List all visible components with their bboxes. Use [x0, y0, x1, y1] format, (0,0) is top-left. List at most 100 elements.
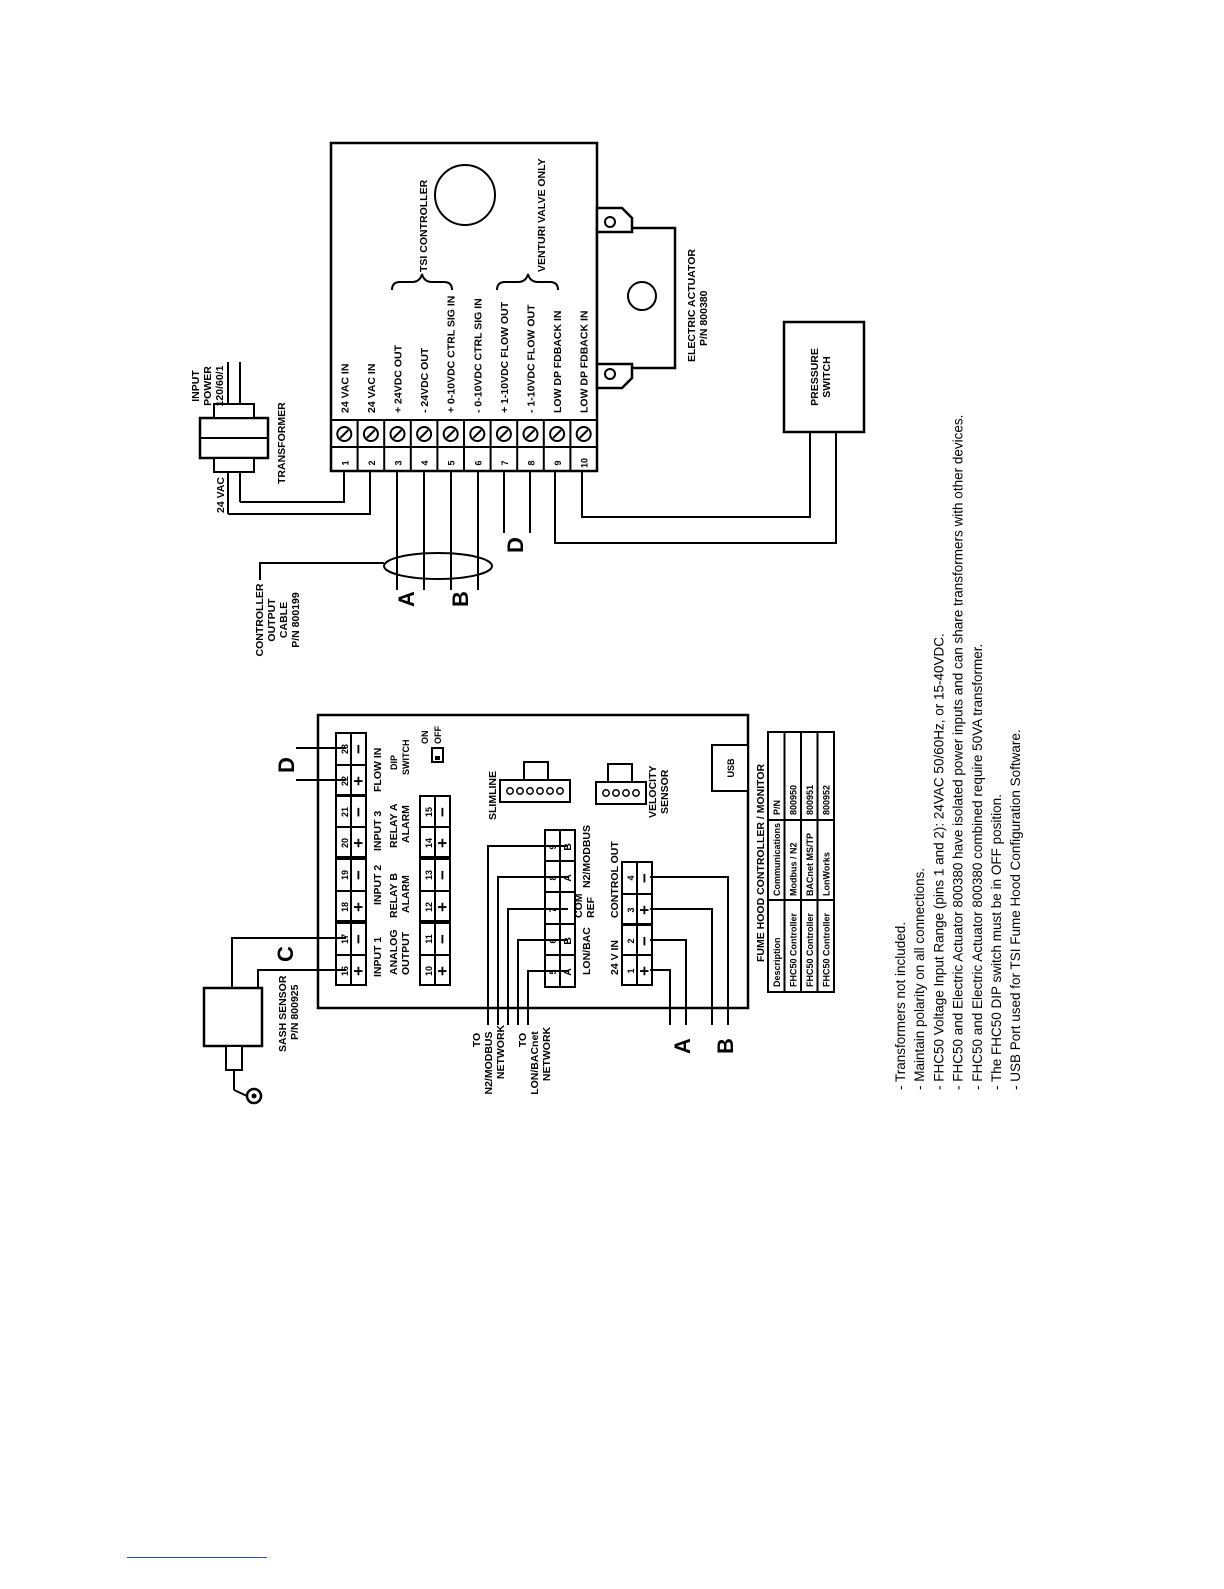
actuator-pn: P/N 800380: [698, 290, 710, 346]
slimline-pin: [506, 787, 514, 795]
letter-d-bottom: D: [274, 757, 299, 773]
notes-list: - Transformers not included.- Maintain p…: [893, 415, 1023, 1090]
table-header-cell: Communications: [772, 823, 782, 896]
network2-line2: LON/BACnet: [529, 1031, 541, 1095]
table-cell: 800952: [822, 785, 832, 815]
letter-b-bottom: B: [713, 1038, 738, 1054]
fhc-terminal-sign: +: [433, 838, 452, 848]
pressure-switch-line1: PRESSURE: [809, 348, 821, 406]
slimline-pin: [536, 787, 544, 795]
dip-switch[interactable]: [431, 747, 444, 763]
sash-sensor: [202, 986, 264, 1105]
dip-switch-line2: SWITCH: [401, 740, 411, 776]
tsi-screw-slot: [392, 429, 403, 439]
control-out-label: CONTROL OUT: [609, 841, 621, 918]
tsi-terminal-label: + 24VDC OUT: [393, 344, 405, 413]
fhc-terminal-number: 11: [424, 934, 434, 944]
dip-on-label: ON: [420, 731, 430, 745]
slimline-tab: [523, 761, 549, 781]
letter-b-top: B: [448, 591, 473, 607]
in24-label: 24 V IN: [609, 940, 621, 975]
tsi-terminal-number: 4: [420, 460, 430, 465]
actuator-label: ELECTRIC ACTUATOR: [686, 249, 698, 362]
tsi-terminal-label: - 1-10VDC FLOW OUT: [526, 304, 538, 413]
table-header-cell: Description: [772, 937, 782, 987]
letter-a-bottom: A: [670, 1038, 695, 1054]
transformer: [198, 362, 270, 514]
slimline-pin: [526, 787, 534, 795]
input-power-line3: 120/60/1: [214, 365, 226, 406]
usb-port: [711, 744, 749, 792]
dip-off-label: OFF: [433, 726, 443, 744]
tsi-screw-slot: [552, 429, 562, 439]
fhc-terminal-number: 21: [340, 807, 350, 817]
network2-line3: NETWORK: [541, 1026, 553, 1081]
slimline-pins: [506, 787, 564, 795]
fhc-terminal-sign: +: [349, 966, 368, 976]
tsi-terminal-number: 5: [447, 460, 457, 465]
tsi-terminal-number: 9: [553, 460, 563, 465]
fhc-terminal-sign: −: [433, 870, 452, 880]
note-line: - FHC50 Voltage Input Range (pins 1 and …: [931, 633, 946, 1090]
fhc-power-terminal-strip: 1+2−3+4−: [621, 861, 654, 986]
table-cell: Modbus / N2: [789, 843, 799, 897]
fhc-title: FUME HOOD CONTROLLER / MONITOR: [755, 763, 767, 962]
wire-net-6: [517, 939, 568, 1025]
tsi-screw-slot: [525, 429, 536, 439]
tsi-terminal-number: 1: [340, 460, 350, 465]
dip-switch-line1: DIP: [389, 755, 399, 770]
dip-switch-slider: [435, 756, 440, 760]
table-cell: BACnet MS/TP: [805, 833, 815, 896]
tsi-terminal-number: 2: [367, 460, 377, 465]
tsi-terminal-number: 10: [580, 458, 590, 468]
com-ref-line2: REF: [585, 896, 597, 918]
wire-net-9: [487, 845, 568, 1025]
table-cell: 800951: [805, 785, 815, 815]
fhc-terminal-sign: +: [635, 966, 654, 976]
note-line: - Transformers not included.: [893, 922, 908, 1090]
tsi-terminal-label: + 0-10VDC CTRL SIG IN: [446, 296, 458, 413]
slimline-pin: [556, 787, 564, 795]
network1-line3: NETWORK: [495, 1024, 507, 1079]
fhc-terminal-sign: +: [349, 902, 368, 912]
tsi-terminal-label: LOW DP FDBACK IN: [552, 311, 564, 413]
transformer-secondary: 24 VAC: [215, 477, 227, 513]
fhc-terminal-number: 4: [626, 875, 636, 880]
wire-sash-16: [257, 969, 346, 988]
table-cell: FHC50 Controller: [805, 912, 815, 987]
fhc-terminal-sign: +: [433, 902, 452, 912]
fhc-terminal-sign: +: [349, 838, 368, 848]
fhc-terminal-number: 15: [424, 807, 434, 817]
tsi-screw-slot: [445, 429, 456, 439]
velocity-label-line2: SENSOR: [659, 769, 671, 814]
sash-label-line1: SASH SENSOR: [277, 975, 289, 1052]
wire-net-7: [507, 908, 568, 1025]
velocity-pins: [602, 789, 640, 797]
network1-line2: N2/MODBUS: [483, 1031, 495, 1094]
venturi-brace: [496, 273, 559, 291]
tsi-terminal-label: 24 VAC IN: [339, 364, 351, 413]
cable-leader: [259, 562, 384, 580]
tsi-terminal-label: - 24VDC OUT: [419, 347, 431, 413]
tsi-screw-slot: [499, 429, 509, 439]
wire-term9-pressure: [554, 432, 837, 544]
tsi-indicator-circle: [434, 164, 496, 226]
usb-label: USB: [726, 758, 736, 778]
fhc-terminal-number: 13: [424, 870, 434, 880]
tsi-controller-brace: [391, 273, 453, 291]
fhc-terminal-sign: −: [349, 744, 368, 754]
input-power-line1: INPUT: [190, 370, 202, 402]
cable-label-line3: CABLE: [278, 602, 290, 638]
n2modbus-label: N2/MODBUS: [581, 825, 593, 888]
fhc-terminal-number: 12: [424, 902, 434, 912]
group-input2: INPUT 2: [372, 865, 384, 905]
fhc-terminal-sign: −: [433, 934, 452, 944]
fhc-terminal-number: 14: [424, 838, 434, 848]
wire-pwr-1: [650, 969, 671, 1025]
venturi-label: VENTURI VALVE ONLY: [536, 158, 548, 272]
transformer-label: TRANSFORMER: [276, 402, 288, 484]
fhc-top-terminal-strip: 16+17−18+19−20+21−22+23−: [335, 732, 368, 986]
tsi-screw-slot: [472, 429, 483, 439]
